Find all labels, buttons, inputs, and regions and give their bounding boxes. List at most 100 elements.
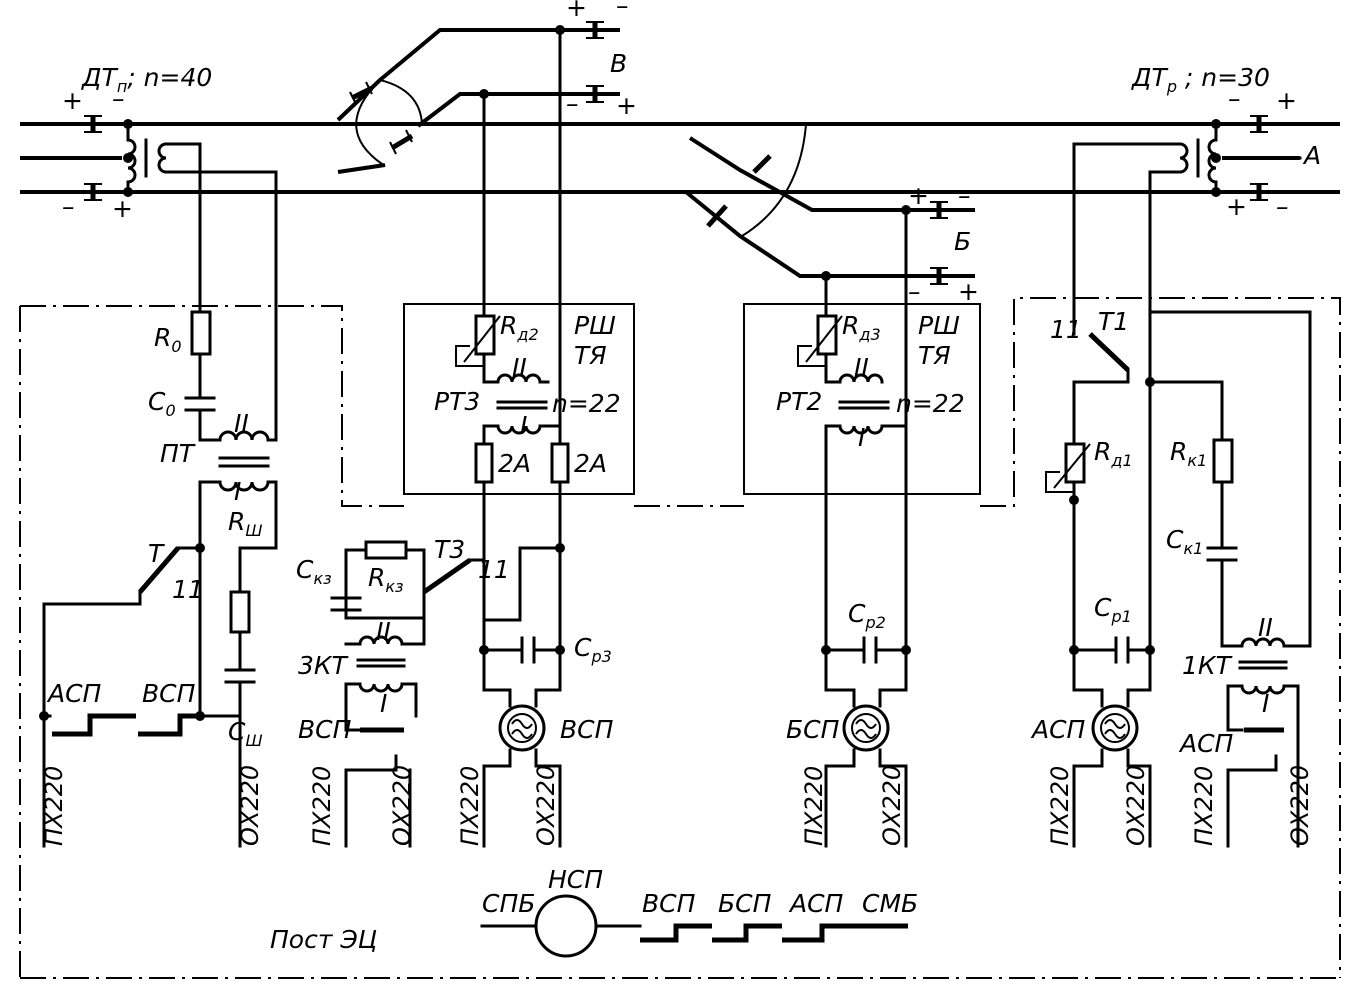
svg-text:3КТ: 3КТ — [298, 651, 349, 680]
svg-text:АСП: АСП — [788, 889, 844, 918]
svg-text:СМБ: СМБ — [862, 889, 918, 918]
svg-text:n=22: n=22 — [896, 389, 965, 418]
svg-text:ОХ220: ОХ220 — [1286, 765, 1314, 846]
enclosures — [19, 297, 1341, 979]
left-unit: R0 C0 ПТ II I RШ Т 11 АСП ВСП CШ ПХ220 О… — [39, 142, 278, 848]
svg-text:11: 11 — [172, 575, 204, 604]
svg-text:I: I — [380, 689, 387, 718]
unit-a: Т1 11 Rд1 Rк1 Cк1 Cр1 II 1КТ I АСП АСП П… — [1030, 142, 1314, 848]
svg-text:–: – — [1228, 84, 1241, 113]
joint-left-top — [84, 115, 102, 133]
svg-text:ОХ220: ОХ220 — [388, 765, 416, 846]
svg-text:–: – — [958, 181, 971, 210]
pt-label: ПТ — [160, 439, 196, 468]
svg-text:+: + — [566, 0, 587, 22]
svg-text:+: + — [112, 194, 133, 223]
svg-text:ТЯ: ТЯ — [574, 341, 607, 370]
joint-right-top — [1250, 115, 1268, 133]
svg-text:ВСП: ВСП — [298, 715, 352, 744]
svg-text:ОХ220: ОХ220 — [878, 765, 906, 846]
svg-text:ПХ220: ПХ220 — [1046, 766, 1074, 846]
svg-text:ОХ220: ОХ220 — [532, 765, 560, 846]
svg-text:Т: Т — [148, 539, 165, 568]
bottom-circuit: Пост ЭЦ СПБ НСП ВСП БСП АСП СМБ — [270, 865, 918, 958]
svg-text:II: II — [376, 617, 391, 646]
svg-text:Т1: Т1 — [1098, 307, 1129, 336]
svg-text:ПХ220: ПХ220 — [1190, 766, 1218, 846]
joint-switch-v-1 — [349, 81, 374, 105]
svg-text:R0: R0 — [154, 323, 182, 356]
track-labels: + – – + + – + – + – – + + – – + ДТп; n=4… — [62, 0, 1321, 306]
joint-left-bottom — [84, 183, 102, 201]
svg-text:Т3: Т3 — [434, 535, 465, 564]
section-a-label: А — [1302, 141, 1321, 170]
svg-text:Cр1: Cр1 — [1094, 593, 1132, 626]
svg-text:I: I — [234, 477, 241, 506]
section-v-label: В — [610, 49, 627, 78]
svg-text:Rд2: Rд2 — [500, 311, 539, 344]
svg-text:Rкз: Rкз — [368, 563, 404, 596]
svg-text:АСП: АСП — [1178, 729, 1234, 758]
svg-text:I: I — [520, 411, 527, 440]
svg-text:+: + — [616, 91, 637, 120]
svg-text:ВСП: ВСП — [642, 889, 696, 918]
svg-text:II: II — [234, 409, 249, 438]
svg-text:CШ: CШ — [228, 717, 263, 750]
svg-text:I: I — [858, 423, 865, 452]
svg-text:ВСП: ВСП — [142, 679, 196, 708]
svg-text:C0: C0 — [148, 387, 176, 420]
joint-b-top — [930, 201, 948, 219]
svg-text:–: – — [62, 192, 75, 221]
svg-text:–: – — [908, 277, 921, 306]
svg-text:БСП: БСП — [718, 889, 772, 918]
svg-text:Rк1: Rк1 — [1170, 437, 1207, 470]
svg-text:RШ: RШ — [228, 507, 262, 540]
svg-text:ОХ220: ОХ220 — [1122, 765, 1150, 846]
svg-text:–: – — [616, 0, 629, 20]
svg-text:ПХ220: ПХ220 — [800, 766, 828, 846]
svg-text:–: – — [566, 89, 579, 118]
dt-right-label: ДТр ; n=30 — [1131, 63, 1270, 96]
svg-text:II: II — [854, 353, 869, 382]
svg-text:+: + — [908, 181, 929, 210]
svg-text:n=22: n=22 — [552, 389, 621, 418]
svg-text:АСП: АСП — [1030, 715, 1086, 744]
post-label: Пост ЭЦ — [270, 925, 377, 954]
section-b-label: Б — [954, 227, 971, 256]
switch-arc-v2 — [379, 79, 423, 125]
svg-text:2А: 2А — [574, 449, 607, 478]
svg-text:ПХ220: ПХ220 — [308, 766, 336, 846]
switch-arc-b — [741, 123, 807, 237]
svg-text:I: I — [1262, 689, 1269, 718]
svg-text:ТЯ: ТЯ — [918, 341, 951, 370]
svg-text:РТ2: РТ2 — [776, 387, 822, 416]
svg-text:+: + — [62, 86, 83, 115]
svg-text:1КТ: 1КТ — [1182, 651, 1233, 680]
dt-left-label: ДТп; n=40 — [81, 63, 212, 96]
choke-transformer-right — [1072, 119, 1221, 197]
svg-text:ПХ220: ПХ220 — [456, 766, 484, 846]
svg-text:РШ: РШ — [918, 311, 960, 340]
svg-text:II: II — [512, 353, 527, 382]
insulating-joints — [84, 21, 1268, 285]
svg-text:РШ: РШ — [574, 311, 616, 340]
svg-text:ВСП: ВСП — [560, 715, 614, 744]
svg-text:Rд3: Rд3 — [842, 311, 881, 344]
svg-text:ПХ220: ПХ220 — [40, 766, 68, 846]
joint-switch-b-1 — [752, 154, 772, 174]
svg-text:РТ3: РТ3 — [434, 387, 480, 416]
svg-text:Cр2: Cр2 — [848, 599, 886, 632]
svg-text:АСП: АСП — [46, 679, 102, 708]
joint-b-bottom — [930, 267, 948, 285]
joint-right-bottom — [1250, 183, 1268, 201]
svg-text:+: + — [1226, 192, 1247, 221]
svg-text:Rд1: Rд1 — [1094, 437, 1133, 470]
svg-text:+: + — [1276, 86, 1297, 115]
svg-text:–: – — [1276, 192, 1289, 221]
switch-arc-v — [355, 79, 386, 167]
rails — [20, 28, 1340, 278]
svg-text:Cкз: Cкз — [296, 555, 332, 588]
unit-v: Rд2 РШ ТЯ РТ3 II I n=22 2А 2А Т3 11 Cкз … — [296, 25, 635, 848]
svg-text:2А: 2А — [498, 449, 531, 478]
